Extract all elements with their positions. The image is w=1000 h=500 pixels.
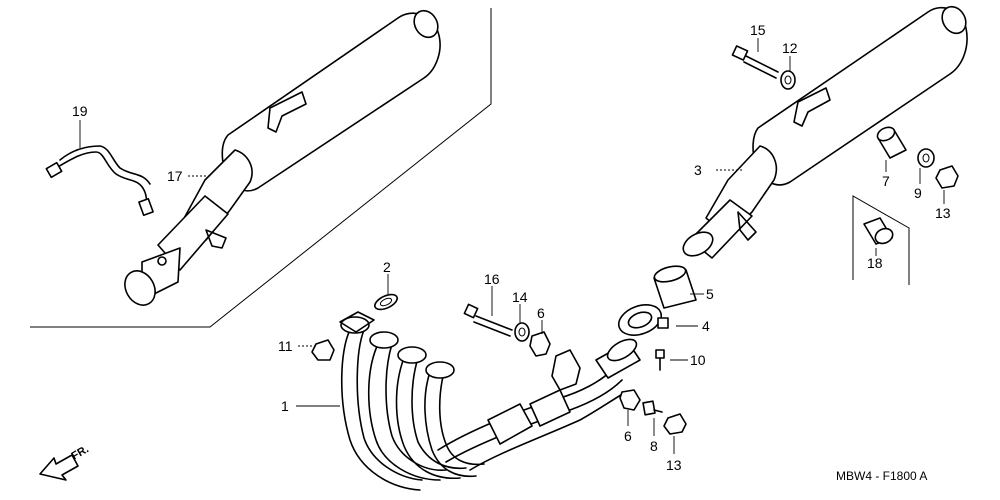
inset-frame-right xyxy=(852,195,910,285)
callout-1: 1 xyxy=(281,398,289,414)
direction-label: FR. xyxy=(70,443,91,462)
callout-17: 17 xyxy=(167,168,183,184)
gasket-5[interactable] xyxy=(653,263,697,309)
callout-2: 2 xyxy=(383,259,391,275)
callout-3: 3 xyxy=(694,162,702,178)
washer-12[interactable] xyxy=(780,70,796,90)
right-muffler[interactable] xyxy=(679,2,970,260)
nut-6-upper[interactable] xyxy=(529,331,551,357)
callout-10: 10 xyxy=(690,352,706,368)
bolt-8[interactable] xyxy=(642,400,663,416)
nut-6-lower[interactable] xyxy=(619,389,641,411)
bolt-10[interactable] xyxy=(655,349,665,371)
callout-15: 15 xyxy=(750,22,766,38)
o2-sensor-cable[interactable] xyxy=(45,145,154,217)
nut-13-lower[interactable] xyxy=(663,413,687,435)
exhaust-joint-clamp-4[interactable] xyxy=(615,299,669,340)
collar-7[interactable] xyxy=(875,125,907,159)
callout-9: 9 xyxy=(914,185,922,201)
nut-13-upper[interactable] xyxy=(935,165,959,189)
left-muffler[interactable] xyxy=(119,6,443,310)
callout-12: 12 xyxy=(782,40,798,56)
callout-11: 11 xyxy=(278,338,293,354)
nut-11[interactable] xyxy=(311,339,335,361)
callout-6-upper: 6 xyxy=(537,305,545,321)
exhaust-pipe-assembly[interactable] xyxy=(339,311,641,491)
drawing-code: MBW4 - F1800 A xyxy=(836,469,927,483)
callout-8: 8 xyxy=(650,438,658,454)
callout-18: 18 xyxy=(867,255,883,271)
callout-7: 7 xyxy=(882,173,890,189)
callout-14: 14 xyxy=(512,289,528,305)
bolt-16[interactable] xyxy=(463,303,513,337)
leader-lines xyxy=(79,38,945,454)
washer-9[interactable] xyxy=(917,148,935,168)
callout-5: 5 xyxy=(706,286,714,302)
callout-4: 4 xyxy=(702,318,710,334)
grommet-18[interactable] xyxy=(863,217,895,246)
washer-14[interactable] xyxy=(514,322,530,342)
gasket-2[interactable] xyxy=(373,291,400,312)
callout-13-upper: 13 xyxy=(935,205,951,221)
callout-6-lower: 6 xyxy=(624,428,632,444)
inset-frame-left xyxy=(30,8,492,328)
front-direction-arrow-icon xyxy=(39,454,79,481)
callout-13-lower: 13 xyxy=(666,457,682,473)
callout-19: 19 xyxy=(72,103,88,119)
bolt-15[interactable] xyxy=(731,45,779,79)
callout-16: 16 xyxy=(484,271,500,287)
